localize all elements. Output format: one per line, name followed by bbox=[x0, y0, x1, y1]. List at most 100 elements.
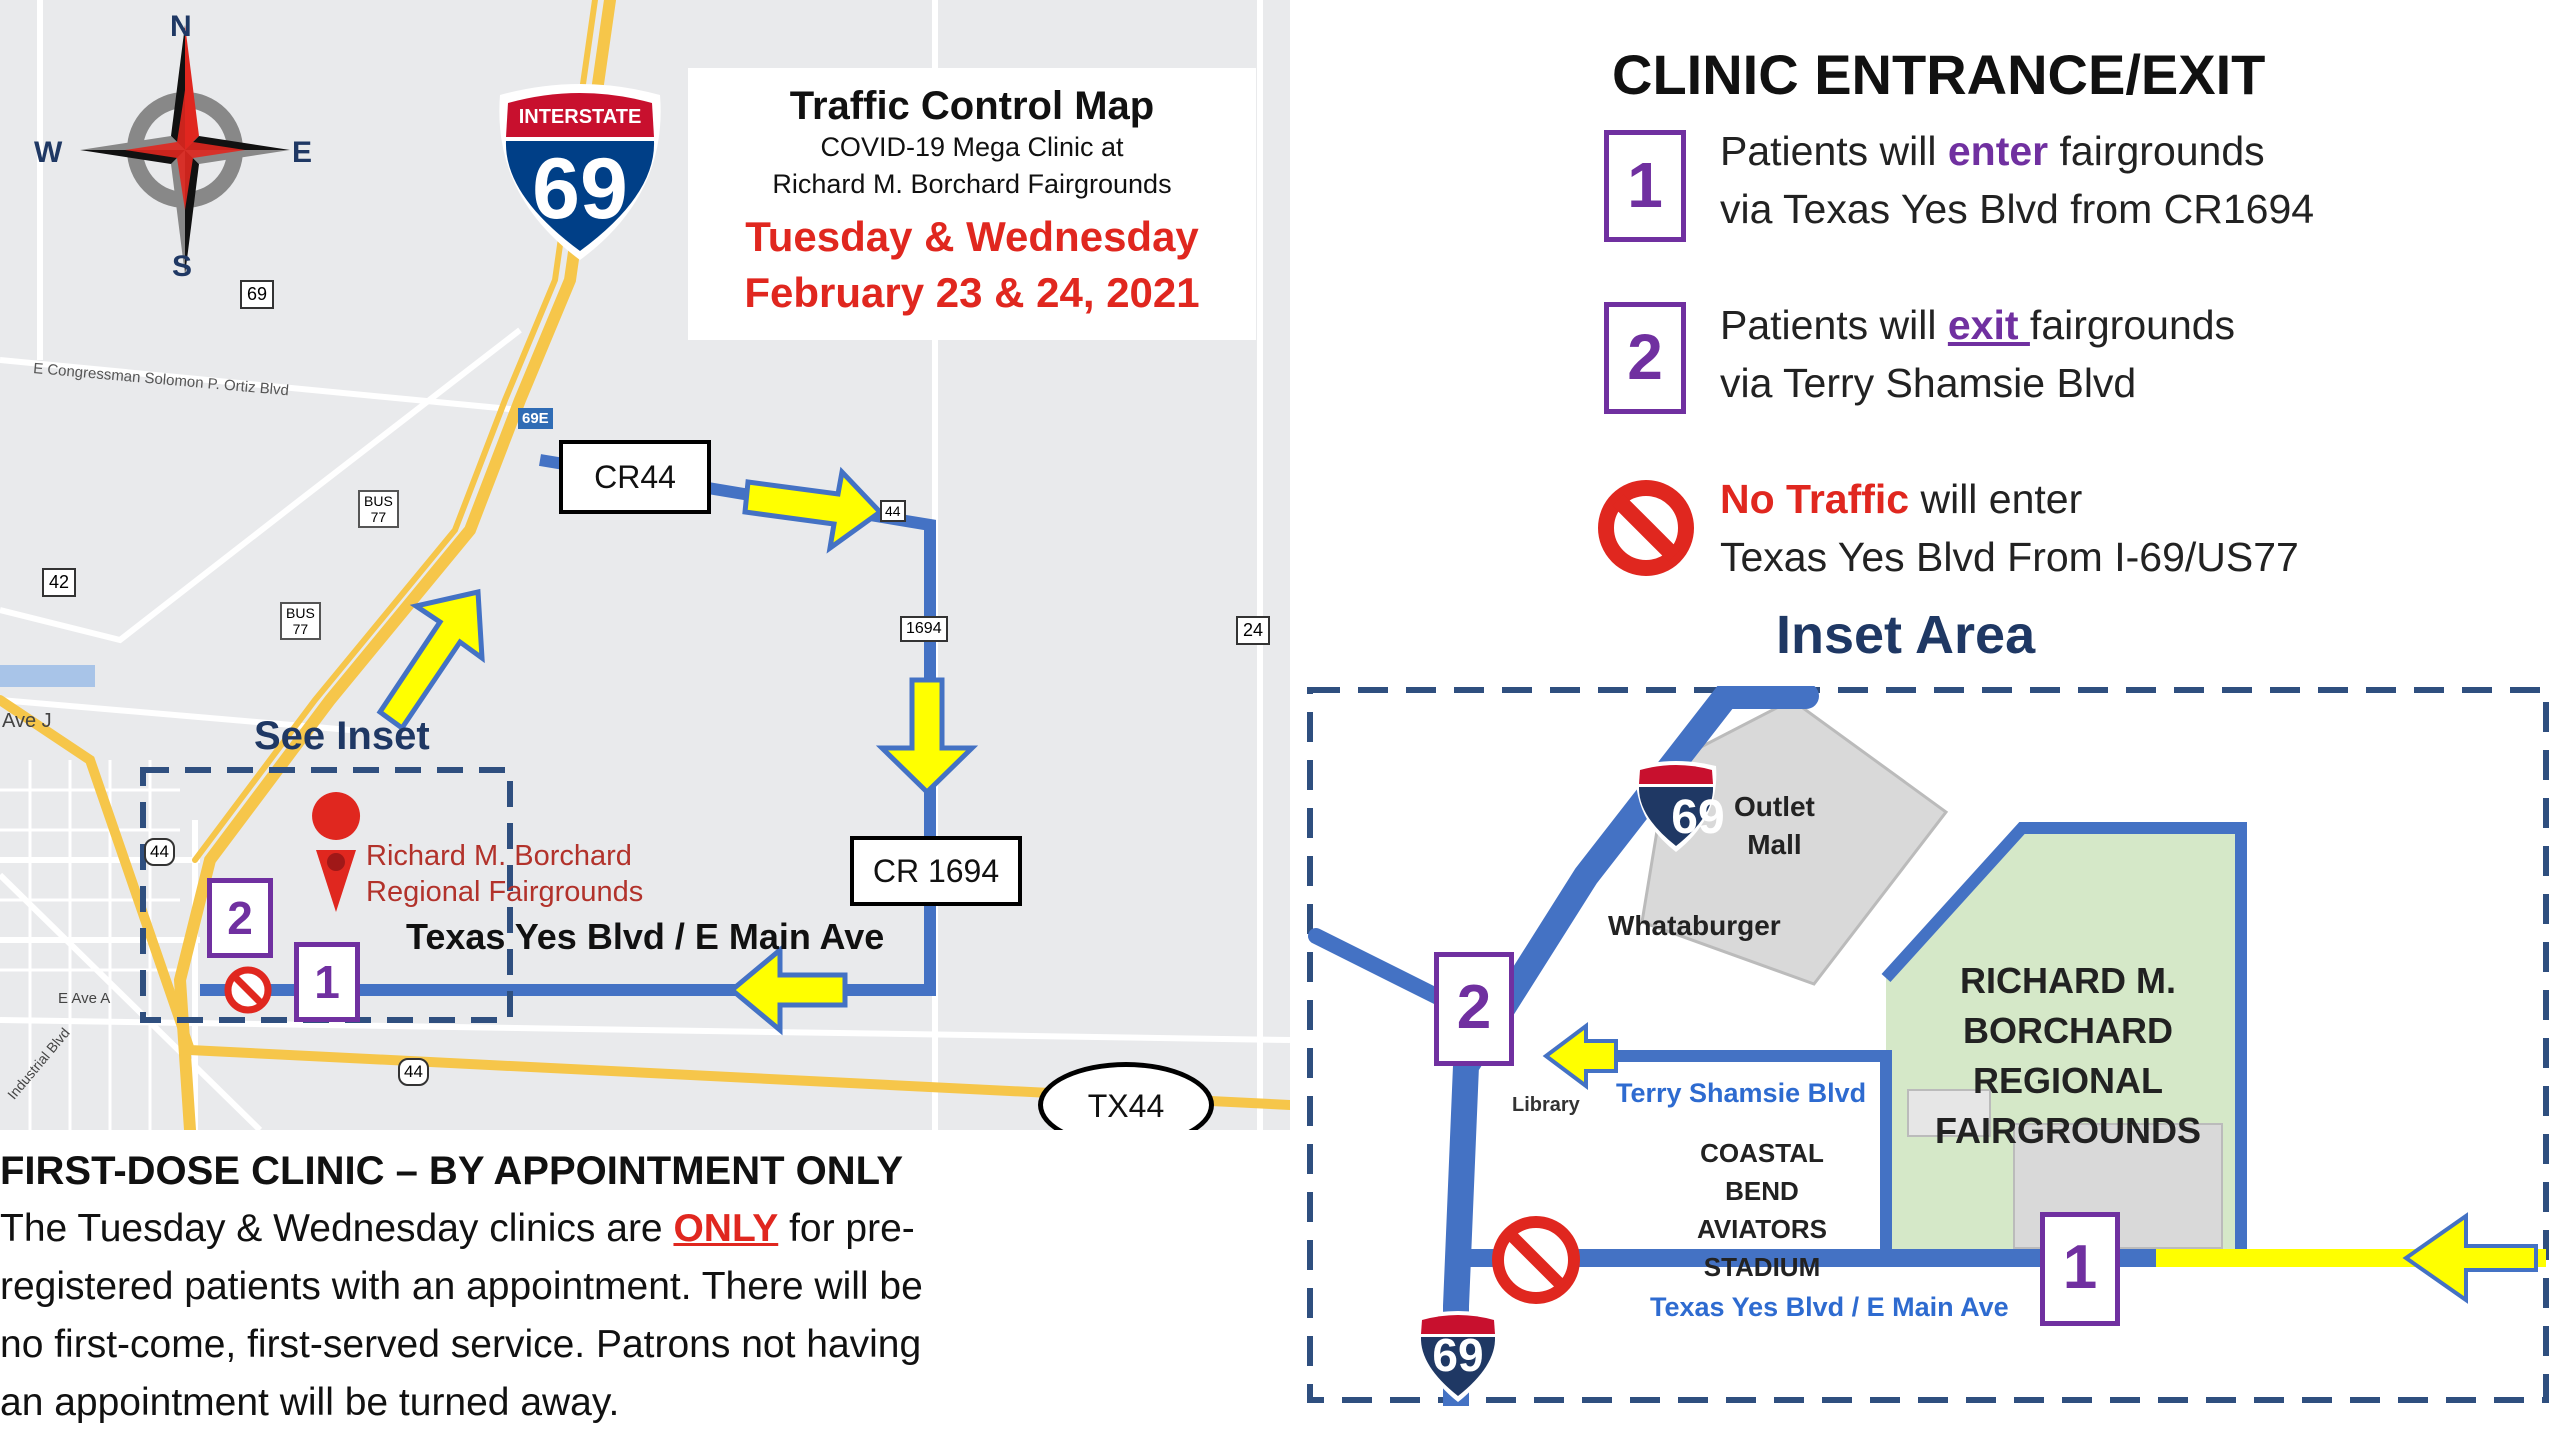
legend-item-1-b: fairgrounds bbox=[2048, 128, 2265, 174]
arrow-west bbox=[728, 944, 848, 1036]
map-days: Tuesday & Wednesday bbox=[745, 213, 1199, 260]
legend-item-1-line-1: Patients will enter fairgrounds bbox=[1720, 122, 2314, 180]
fairgrounds-map-label: Richard M. Borchard Regional Fairgrounds bbox=[366, 838, 643, 910]
route-42-shield: 42 bbox=[42, 568, 77, 597]
stadium-line-3: STADIUM bbox=[1703, 1252, 1821, 1282]
outlet-mall-label: Outlet Mall bbox=[1734, 788, 1815, 864]
inset-texas-yes-label: Texas Yes Blvd / E Main Ave bbox=[1650, 1292, 2009, 1322]
clinic-info-line-1: The Tuesday & Wednesday clinics are ONLY… bbox=[0, 1200, 1100, 1258]
route-24-shield: 24 bbox=[1236, 616, 1271, 645]
route-77-label: 77 bbox=[292, 621, 309, 637]
stadium-line-2: AVIATORS bbox=[1696, 1214, 1827, 1244]
legend-item-2-line-1: Patients will exit fairgrounds bbox=[1720, 296, 2235, 354]
map-title: Traffic Control Map bbox=[789, 84, 1155, 128]
fair-line-3: REGIONAL bbox=[1972, 1060, 2163, 1101]
route-44-top-shield: 44 bbox=[880, 500, 906, 522]
compass-n: N bbox=[170, 10, 192, 43]
arrow-east bbox=[742, 466, 884, 554]
stadium-line-1: COASTAL BEND bbox=[1700, 1138, 1824, 1206]
clinic-info-only: ONLY bbox=[673, 1207, 779, 1250]
clinic-info-line-2: registered patients with an appointment.… bbox=[0, 1265, 923, 1308]
clinic-info-p2: for pre- bbox=[778, 1207, 915, 1250]
fairgrounds-line-1: Richard M. Borchard bbox=[366, 840, 632, 872]
inset-arrows bbox=[1542, 1022, 2538, 1304]
clinic-info-heading: FIRST-DOSE CLINIC – BY APPOINTMENT ONLY bbox=[0, 1149, 904, 1193]
town-grid bbox=[0, 760, 180, 1130]
route-44b-shield: 44 bbox=[398, 1058, 429, 1086]
clinic-info-p1: The Tuesday & Wednesday clinics are bbox=[0, 1207, 674, 1250]
legend-item-2-line-2: via Terry Shamsie Blvd bbox=[1720, 360, 2137, 406]
traffic-map: N S E W INTERSTATE 69 69 69E 42 24 44 44… bbox=[0, 0, 1290, 1130]
outlet-mall-area bbox=[1640, 698, 1949, 986]
legend-item-1-verb: enter bbox=[1947, 128, 2049, 174]
map-subtitle-2: Richard M. Borchard Fairgrounds bbox=[772, 169, 1172, 199]
route-arrows bbox=[376, 466, 979, 1036]
inset-arrow-west bbox=[2402, 1212, 2538, 1304]
no-traffic-icon bbox=[1598, 480, 1694, 576]
map-entry-1-marker: 1 bbox=[294, 942, 360, 1022]
clinic-info: FIRST-DOSE CLINIC – BY APPOINTMENT ONLY … bbox=[0, 1142, 1100, 1432]
fair-line-1: RICHARD M. bbox=[1960, 960, 2176, 1001]
legend-item-2-b: fairgrounds bbox=[2029, 302, 2236, 348]
arrow-south bbox=[875, 677, 979, 796]
clinic-info-line-3: no first-come, first-served service. Pat… bbox=[0, 1323, 922, 1366]
water-patch bbox=[0, 665, 95, 687]
inset-no-entry-icon bbox=[1492, 1216, 1580, 1304]
map-exit-2-marker: 2 bbox=[207, 878, 273, 958]
fairgrounds-line-2: Regional Fairgrounds bbox=[366, 876, 644, 908]
no-entry-sign-icon bbox=[224, 966, 272, 1014]
route-69e-shield: 69E bbox=[518, 408, 553, 429]
clinic-info-line-4: an appointment will be turned away. bbox=[0, 1381, 620, 1424]
legend-item-3-line-2: Texas Yes Blvd From I-69/US77 bbox=[1720, 534, 2299, 580]
route-69-shield: 69 bbox=[240, 280, 275, 309]
fair-line-2: BORCHARD bbox=[1963, 1010, 2173, 1051]
route-1694-shield: 1694 bbox=[900, 616, 948, 642]
texas-yes-map-label: Texas Yes Blvd / E Main Ave bbox=[406, 916, 885, 957]
stadium-label: COASTAL BEND AVIATORS STADIUM bbox=[1662, 1134, 1862, 1286]
map-title-box: Traffic Control Map COVID-19 Mega Clinic… bbox=[688, 68, 1256, 340]
inset-i69-bottom-number: 69 bbox=[1432, 1329, 1484, 1381]
bus-label: BUS bbox=[286, 605, 315, 621]
bus-label: BUS bbox=[364, 493, 393, 509]
location-pin-icon bbox=[312, 792, 361, 840]
inset-i69-top-shield-icon bbox=[1635, 761, 1717, 852]
legend-item-3-b: will enter bbox=[1909, 476, 2083, 522]
street-ave-j: Ave J bbox=[2, 710, 52, 732]
map-subtitle-1: COVID-19 Mega Clinic at bbox=[820, 132, 1124, 162]
interstate-word: INTERSTATE bbox=[518, 106, 642, 128]
legend-item-3-red: No Traffic bbox=[1720, 476, 1910, 522]
route-77-label: 77 bbox=[370, 509, 387, 525]
interstate-number: 69 bbox=[532, 141, 628, 237]
legend-title: CLINIC ENTRANCE/EXIT bbox=[1612, 43, 2266, 106]
legend-item-1: Patients will enter fairgrounds via Texa… bbox=[1720, 122, 2314, 238]
compass-icon bbox=[80, 25, 290, 275]
street-e-ave-a: E Ave A bbox=[58, 990, 111, 1007]
inset-entry-1-marker: 1 bbox=[2040, 1212, 2120, 1326]
tx44-label: TX44 bbox=[1038, 1062, 1214, 1130]
legend-item-1-line-2: via Texas Yes Blvd from CR1694 bbox=[1720, 186, 2315, 232]
inset-title: Inset Area bbox=[1776, 605, 2036, 665]
library-label: Library bbox=[1512, 1094, 1580, 1116]
fairgrounds-road bbox=[1881, 822, 2247, 1250]
legend-item-3-line-1: No Traffic will enter bbox=[1720, 470, 2299, 528]
interstate-69-shield-icon bbox=[499, 84, 661, 260]
location-pin-tail bbox=[316, 850, 356, 912]
fair-line-4: FAIRGROUNDS bbox=[1934, 1110, 2201, 1151]
legend-item-2-verb: exit bbox=[1947, 302, 2030, 348]
location-pin-dot bbox=[327, 853, 345, 871]
route-44-shield: 44 bbox=[144, 838, 175, 866]
outlet-line-1: Outlet bbox=[1734, 791, 1815, 822]
map-dates: February 23 & 24, 2021 bbox=[744, 269, 1200, 316]
fairgrounds-inset-label: RICHARD M. BORCHARD REGIONAL FAIRGROUNDS bbox=[1888, 956, 2248, 1156]
legend-item-2-a: Patients will bbox=[1720, 302, 1948, 348]
library-area bbox=[1907, 1089, 1991, 1137]
inset-i69-top-number: 69 bbox=[1671, 791, 1725, 844]
arrow-northeast bbox=[376, 588, 485, 732]
legend-item-3: No Traffic will enter Texas Yes Blvd Fro… bbox=[1720, 470, 2299, 586]
legend-item-1-a: Patients will bbox=[1720, 128, 1948, 174]
legend-entry-1-marker: 1 bbox=[1604, 130, 1686, 242]
compass-e: E bbox=[292, 136, 313, 169]
outlet-line-2: Mall bbox=[1747, 829, 1802, 860]
